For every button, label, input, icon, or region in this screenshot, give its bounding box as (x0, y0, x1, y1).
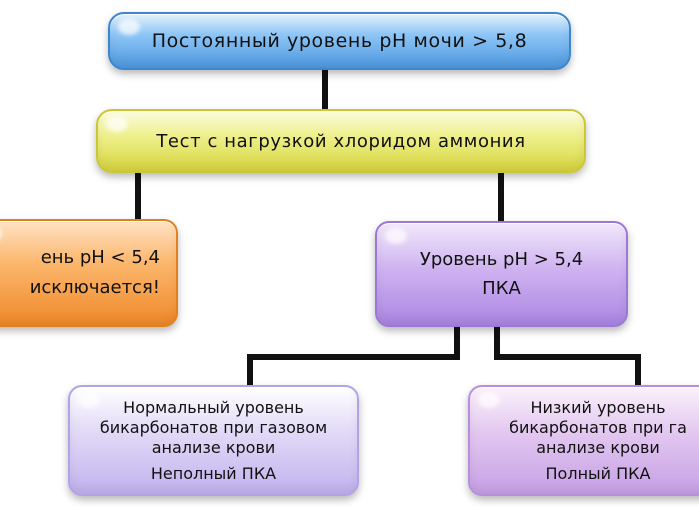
connector-test-to-right (498, 173, 504, 221)
full-line-1: Низкий уровень (530, 397, 666, 417)
ph-above-threshold-box: Уровень pH > 5,4 ПКА (375, 221, 628, 327)
full-pka-verdict: Полный ПКА (545, 463, 651, 483)
ph-below-threshold-label: ень pH < 5,4 (40, 247, 160, 268)
persistent-urine-ph-box: Постоянный уровень pH мочи > 5,8 (108, 12, 571, 70)
excluded-label: исключается! (29, 277, 160, 298)
full-line-3: анализе крови (536, 437, 660, 457)
ph-below-threshold-box: ень pH < 5,4 исключается! (0, 219, 178, 327)
connector-top-to-test (322, 70, 328, 109)
full-pka-box: Низкий уровень бикарбонатов при га анали… (468, 385, 699, 496)
connector-pka-left-horizontal (247, 354, 460, 360)
ph-above-threshold-label: Уровень pH > 5,4 (419, 249, 584, 270)
connector-pka-right-horizontal (494, 354, 641, 360)
partial-line-1: Нормальный уровень (123, 397, 304, 417)
connector-partial-up (247, 354, 253, 385)
full-line-2: бикарбонатов при га (509, 417, 687, 437)
partial-line-2: бикарбонатов при газовом (99, 417, 328, 437)
persistent-urine-ph-label: Постоянный уровень pH мочи > 5,8 (151, 30, 528, 52)
connector-pka-left-down (454, 327, 460, 360)
partial-pka-verdict: Неполный ПКА (150, 463, 277, 483)
connector-full-up (635, 354, 641, 385)
partial-line-3: анализе крови (151, 437, 276, 457)
ammonium-chloride-test-label: Тест с нагрузкой хлоридом аммония (156, 130, 526, 152)
pka-label: ПКА (482, 278, 521, 299)
connector-test-to-left (135, 173, 141, 219)
ammonium-chloride-test-box: Тест с нагрузкой хлоридом аммония (96, 109, 586, 173)
partial-pka-box: Нормальный уровень бикарбонатов при газо… (68, 385, 359, 496)
connector-pka-right-down (494, 327, 500, 360)
